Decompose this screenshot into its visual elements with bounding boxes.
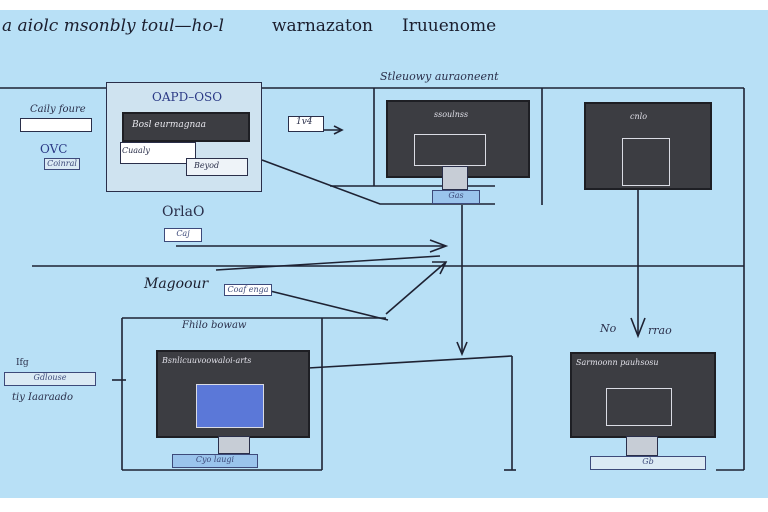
mid-small-box — [288, 116, 324, 132]
magoour-label: Magoour — [144, 276, 209, 292]
monitor-bottom-left-stand: Cyo laugi — [172, 454, 258, 468]
left-box-dark-text: Bosl eurmagnaa — [132, 120, 207, 130]
title-left: a aiolc msonbly toul—ho-l — [2, 16, 224, 36]
left-box-white-field — [120, 142, 196, 164]
monitor-bottom-right-neck — [626, 436, 658, 456]
monitor-bottom-left-title: Bsnlicuuvoowaloi-arts — [162, 356, 252, 365]
monitor-bottom-right-screen — [606, 388, 672, 426]
orao-label: OrlaO — [162, 204, 205, 220]
right-arrow-caption-left: No — [600, 322, 617, 335]
left-box-field2 — [186, 158, 248, 176]
left-box-dark-panel — [122, 112, 250, 142]
left-box-sub2: Beyod — [194, 161, 220, 170]
title-right: Iruuenome — [402, 16, 497, 36]
monitor-bottom-left-neck — [218, 436, 250, 454]
top-right-caption: Stleuowy auraoneent — [380, 70, 499, 83]
left-box-title: OAPD–OSO — [152, 90, 223, 104]
bottom-left-tag: Ifg — [16, 358, 29, 368]
title-mid: warnazaton — [272, 16, 374, 36]
left-ovc: OVC — [40, 142, 68, 156]
left-tag1: Caily foure — [30, 104, 86, 115]
orao-tag: Caj — [164, 228, 202, 242]
monitor-bottom-left-screen — [196, 384, 264, 428]
left-tag1-box — [20, 118, 92, 132]
monitor-top-middle-screen — [414, 134, 486, 166]
monitor-top-right — [584, 102, 712, 190]
mid-small-tag: 1v4 — [296, 117, 313, 127]
left-ovc-tag: Coinral — [44, 158, 80, 170]
monitor-bottom-right-stand: Gb — [590, 456, 706, 470]
monitor-top-middle-title: ssoulnss — [434, 110, 469, 119]
lower-caption: Fhilo bowaw — [182, 320, 247, 331]
monitor-top-right-title: cnlo — [630, 112, 648, 121]
bottom-left-caption: tiy Iaaraado — [12, 392, 74, 403]
monitor-bottom-right — [570, 352, 716, 438]
magoour-tag: Coaf enga — [224, 284, 272, 296]
monitor-bottom-right-title: Sarmoonn pauhsosu — [576, 358, 659, 367]
left-box-sub1: Cuaaly — [122, 146, 150, 155]
monitor-top-right-screen — [622, 138, 670, 186]
monitor-top-middle-neck — [442, 166, 468, 190]
bottom-left-box: Gdlouse — [4, 372, 96, 386]
right-arrow-caption-right: rrao — [648, 324, 672, 337]
monitor-top-middle-stand: Gas — [432, 190, 480, 204]
